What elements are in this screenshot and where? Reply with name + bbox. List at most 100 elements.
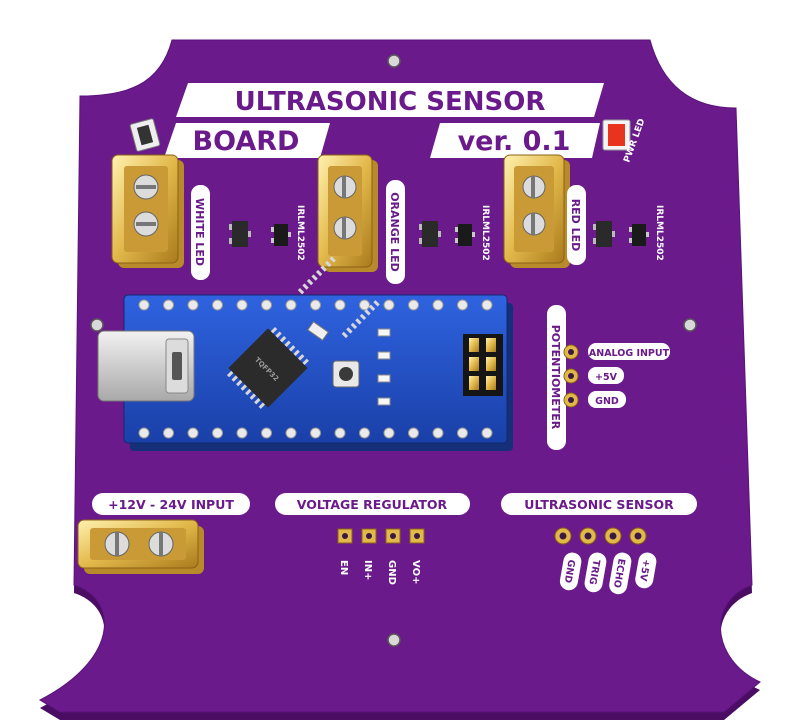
chip-pin	[279, 336, 287, 343]
orange-led-label: ORANGE LED	[386, 180, 405, 284]
white-led-label: WHITE LED	[191, 185, 210, 280]
chip-pin	[364, 309, 371, 316]
header-pin	[359, 299, 370, 311]
title-line1: ULTRASONIC SENSOR	[235, 87, 546, 117]
vreg-pin-en: EN	[338, 560, 349, 575]
chip-pin	[306, 278, 314, 286]
chip-pin	[236, 379, 243, 387]
header-pin	[334, 427, 346, 439]
mosfet-1: IRLML2502	[229, 205, 305, 261]
chip-pin	[284, 340, 291, 347]
header-pin	[310, 299, 321, 311]
ultrasonic-sensor-header: ULTRASONIC SENSOR GND TRIG ECHO +5V	[501, 493, 697, 595]
us-pin-gnd: GND	[559, 552, 582, 591]
svg-text:ECHO: ECHO	[611, 558, 627, 589]
svg-text:TRIG: TRIG	[586, 559, 601, 586]
header-pin	[212, 299, 223, 311]
led-connector-red	[503, 154, 570, 268]
chip-pin	[254, 397, 261, 405]
us-pin-echo: ECHO	[609, 552, 632, 595]
smd-resistor	[129, 118, 161, 152]
arduino-nano: TQFP32	[97, 256, 513, 451]
mosfet-1-label: IRLML2502	[295, 205, 305, 261]
chip-pin	[293, 349, 300, 356]
chip-pin	[341, 331, 349, 339]
svg-text:GND: GND	[562, 559, 577, 584]
chip-pin	[270, 326, 278, 334]
power-input-connector	[77, 519, 204, 574]
header-pin	[187, 427, 199, 439]
header-pin	[212, 427, 223, 439]
chip-pin	[302, 283, 309, 290]
header-pin	[138, 427, 150, 439]
chip-pin	[240, 384, 247, 391]
pot-pin-gnd: GND	[595, 396, 619, 407]
version-label: ver. 0.1	[458, 126, 571, 157]
power-input-label: +12V - 24V INPUT	[92, 493, 250, 515]
icsp-header	[463, 334, 503, 396]
header-pin	[310, 427, 321, 439]
chip-pin	[350, 322, 358, 330]
usb-c-port	[97, 330, 195, 402]
header-pin	[163, 427, 174, 439]
header-pin	[359, 427, 370, 439]
header-pin	[383, 299, 395, 311]
svg-text:+12V - 24V INPUT: +12V - 24V INPUT	[108, 497, 234, 512]
svg-text:POTENTIOMETER: POTENTIOMETER	[549, 325, 562, 430]
vreg-pin-vo: VO+	[410, 560, 421, 584]
potentiometer-label: POTENTIOMETER	[547, 305, 566, 450]
led-connector-orange	[317, 154, 378, 272]
chip-pin	[346, 327, 353, 334]
header-pin	[285, 299, 297, 311]
mosfet-2-label: IRLML2502	[480, 205, 490, 261]
header-pin	[481, 299, 493, 311]
mosfet-3-label: IRLML2502	[654, 205, 664, 261]
title-line2: BOARD	[193, 126, 300, 157]
vreg-pin-gnd: GND	[386, 560, 397, 585]
chip-pin	[297, 287, 305, 295]
header-pin	[334, 299, 346, 311]
chip-pin	[302, 358, 309, 366]
us-pin-5v: +5V	[635, 552, 657, 589]
header-pin	[457, 427, 468, 439]
svg-text:+5V: +5V	[637, 558, 652, 582]
pot-pin-analog: ANALOG INPUT	[589, 348, 670, 359]
header-pin	[432, 299, 444, 311]
header-pin	[236, 299, 248, 311]
header-pin	[163, 299, 174, 311]
header-pin	[285, 427, 297, 439]
header-pin	[408, 427, 419, 439]
chip-pin	[373, 300, 380, 307]
chip-pin	[320, 265, 327, 272]
chip-pin	[288, 345, 296, 352]
svg-text:RED LED: RED LED	[569, 199, 582, 252]
chip-pin	[245, 388, 252, 396]
chip-pin	[315, 269, 323, 277]
pot-pin-5v: +5V	[595, 372, 618, 383]
chip-pin	[329, 256, 336, 263]
header-pin	[432, 427, 444, 439]
mcu-chip: TQFP32	[226, 256, 380, 409]
chip-pin	[275, 331, 282, 338]
potentiometer-pins: ANALOG INPUT +5V GND	[563, 343, 670, 408]
chip-pin	[359, 313, 367, 321]
chip-pin	[355, 318, 362, 325]
title-banner: ULTRASONIC SENSOR BOARD ver. 0.1	[164, 83, 604, 158]
ultrasonic-sensor-title: ULTRASONIC SENSOR	[524, 497, 674, 512]
mounting-holes	[90, 54, 697, 647]
chip-pin	[297, 354, 305, 361]
vreg-pin-in: IN+	[362, 560, 373, 580]
chip-pin	[258, 402, 266, 409]
chip-pin	[324, 260, 332, 268]
red-led-label: RED LED	[567, 185, 586, 265]
header-pin	[383, 427, 395, 439]
header-pin	[187, 299, 199, 311]
header-pin	[457, 299, 468, 311]
svg-text:ORANGE LED: ORANGE LED	[388, 192, 401, 272]
svg-text:WHITE LED: WHITE LED	[193, 198, 206, 266]
header-pin	[261, 299, 272, 311]
mosfet-2: IRLML2502	[419, 205, 490, 261]
voltage-regulator-title: VOLTAGE REGULATOR	[297, 497, 448, 512]
header-pin	[261, 427, 272, 439]
